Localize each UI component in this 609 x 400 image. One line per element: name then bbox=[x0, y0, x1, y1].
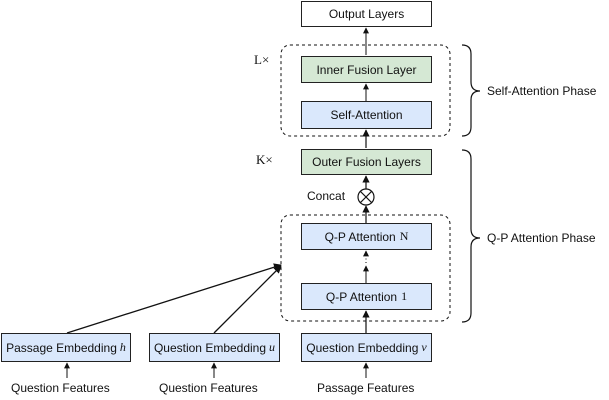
arrow-embh-qp bbox=[66, 263, 282, 334]
question-embedding-v-box: Question Embedding v bbox=[301, 333, 432, 362]
ellipsis-vertical: ⋮ bbox=[361, 254, 371, 265]
outer-fusion-layers-box: Outer Fusion Layers bbox=[301, 149, 432, 175]
passage-embedding-h-label: Passage Embedding bbox=[6, 340, 117, 355]
passage-embedding-h-var: h bbox=[119, 340, 126, 354]
self-attention-box: Self-Attention bbox=[301, 101, 432, 129]
repeat-l-label: L× bbox=[254, 52, 270, 67]
qp-attention-1-var: 1 bbox=[401, 289, 408, 303]
qp-attention-1-label: Q-P Attention bbox=[325, 289, 398, 304]
self-attention-brace bbox=[461, 44, 481, 137]
inner-fusion-layer-box: Inner Fusion Layer bbox=[301, 56, 432, 83]
question-embedding-v-label: Question Embedding bbox=[306, 340, 419, 355]
arrow-embu-qp bbox=[213, 265, 282, 334]
question-embedding-u-box: Question Embedding u bbox=[149, 333, 280, 362]
question-embedding-u-var: u bbox=[269, 340, 276, 354]
self-attention-label: Self-Attention bbox=[330, 108, 403, 122]
qp-attention-1-box: Q-P Attention 1 bbox=[301, 283, 432, 310]
output-layers-label: Output Layers bbox=[328, 7, 405, 21]
input-right-label: Passage Features bbox=[317, 381, 415, 395]
output-layers-box: Output Layers bbox=[301, 1, 432, 27]
self-attention-phase-label: Self-Attention Phase bbox=[487, 84, 597, 98]
question-embedding-u-label: Question Embedding bbox=[153, 340, 267, 355]
qp-attention-n-var: N bbox=[399, 229, 409, 243]
concat-label: Concat bbox=[307, 189, 346, 203]
inner-fusion-layer-label: Inner Fusion Layer bbox=[316, 62, 417, 77]
outer-fusion-layers-label: Outer Fusion Layers bbox=[312, 155, 421, 169]
input-left-label: Question Features bbox=[11, 381, 110, 395]
passage-embedding-h-box: Passage Embedding h bbox=[1, 333, 131, 362]
input-middle-label: Question Features bbox=[159, 381, 258, 395]
qp-attention-n-label: Q-P Attention bbox=[324, 229, 396, 244]
qp-attention-n-box: Q-P Attention N bbox=[301, 223, 432, 250]
concat-operator-icon bbox=[357, 188, 375, 206]
qp-attention-phase-label: Q-P Attention Phase bbox=[487, 231, 596, 245]
repeat-k-label: K× bbox=[256, 152, 273, 167]
question-embedding-v-var: v bbox=[421, 340, 427, 354]
qp-attention-brace bbox=[461, 149, 481, 323]
